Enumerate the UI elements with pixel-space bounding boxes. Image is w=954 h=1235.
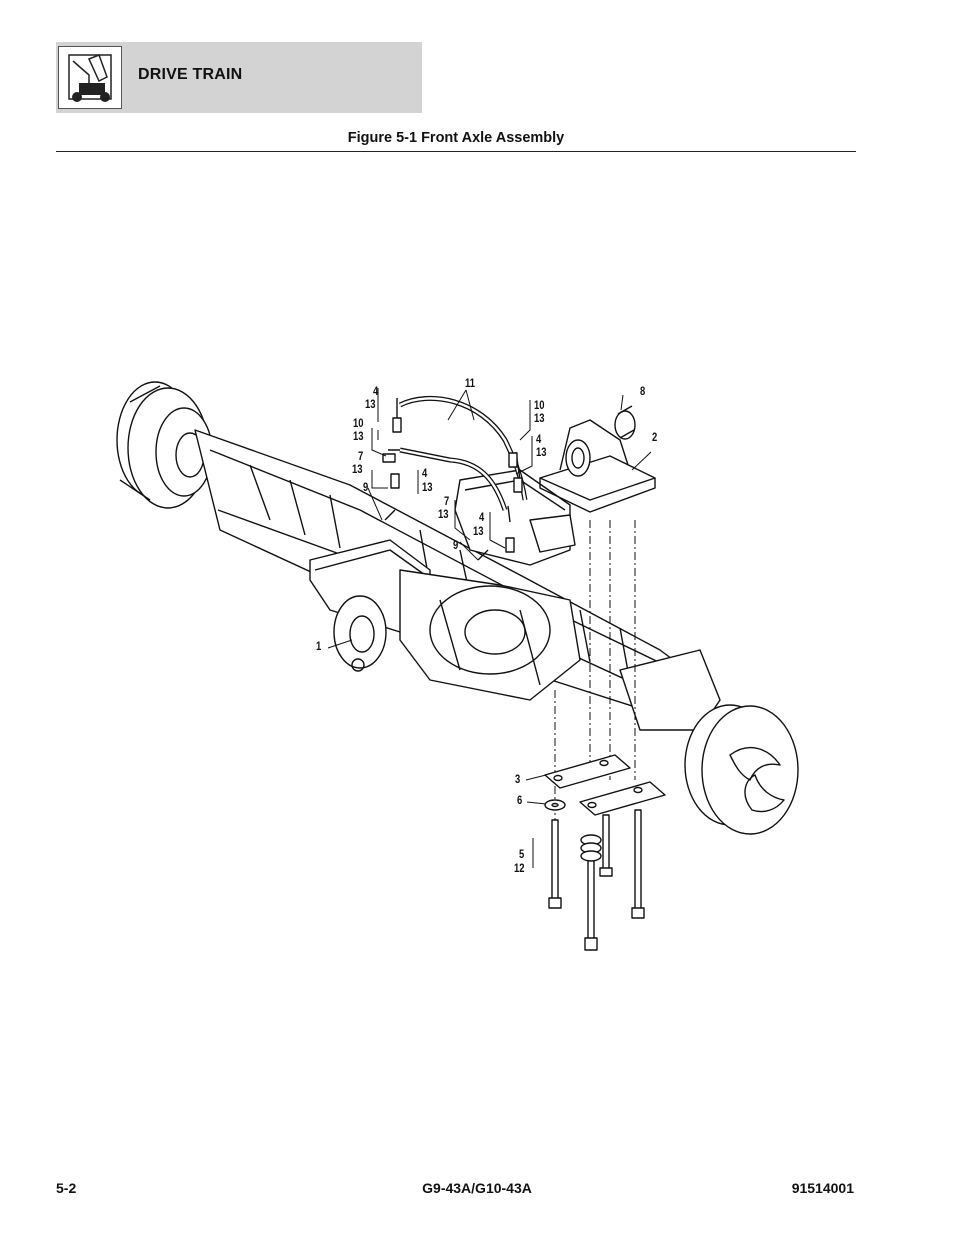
callout-1: 1 — [316, 641, 322, 653]
callout-13: 13 — [534, 413, 545, 425]
callout-13: 13 — [536, 447, 547, 459]
front-axle-drawing: 4 13 10 13 7 13 9 4 13 11 10 13 4 13 8 2… — [100, 370, 820, 965]
callout-6: 6 — [517, 795, 523, 807]
callout-12: 12 — [514, 863, 525, 875]
callout-10: 10 — [534, 400, 545, 412]
callout-4: 4 — [536, 434, 542, 446]
callout-11: 11 — [465, 378, 475, 390]
section-header-band: DRIVE TRAIN — [56, 42, 422, 113]
figure-title: Figure 5-1 Front Axle Assembly — [347, 130, 565, 146]
callout-13: 13 — [353, 431, 364, 443]
leader-lines — [327, 388, 652, 868]
alignment-lines — [554, 520, 636, 840]
page-number: 5-2 — [56, 1180, 77, 1196]
pivot-bracket — [539, 405, 656, 513]
callout-9: 9 — [453, 540, 459, 552]
callout-13: 13 — [473, 526, 484, 538]
hydraulic-hose — [388, 396, 528, 523]
bolts — [548, 809, 645, 951]
wear-plates — [544, 754, 666, 816]
right-pivot-mount — [454, 469, 576, 566]
callout-9: 9 — [363, 482, 369, 494]
drive-train-icon — [58, 46, 122, 109]
washers — [544, 799, 566, 811]
callout-3: 3 — [515, 774, 521, 786]
callout-4: 4 — [422, 468, 428, 480]
callout-10: 10 — [353, 418, 364, 430]
left-wheel-hub — [116, 381, 213, 509]
model-number: G9-43A/G10-43A — [422, 1180, 532, 1196]
callout-13: 13 — [422, 482, 433, 494]
header-rule — [56, 151, 856, 152]
callout-13: 13 — [352, 464, 363, 476]
callout-4: 4 — [479, 512, 485, 524]
callout-7: 7 — [358, 451, 364, 463]
callout-8: 8 — [640, 386, 646, 398]
hydraulic-fittings — [382, 417, 523, 561]
document-number: 91514001 — [791, 1180, 854, 1196]
callout-4: 4 — [373, 386, 379, 398]
differential-housing — [399, 569, 581, 701]
callout-13: 13 — [438, 509, 449, 521]
callout-13: 13 — [365, 399, 376, 411]
callout-7: 7 — [444, 496, 450, 508]
callout-2: 2 — [652, 432, 658, 444]
right-wheel-hub — [619, 649, 799, 835]
callout-5: 5 — [519, 849, 525, 861]
section-title: DRIVE TRAIN — [138, 66, 243, 83]
